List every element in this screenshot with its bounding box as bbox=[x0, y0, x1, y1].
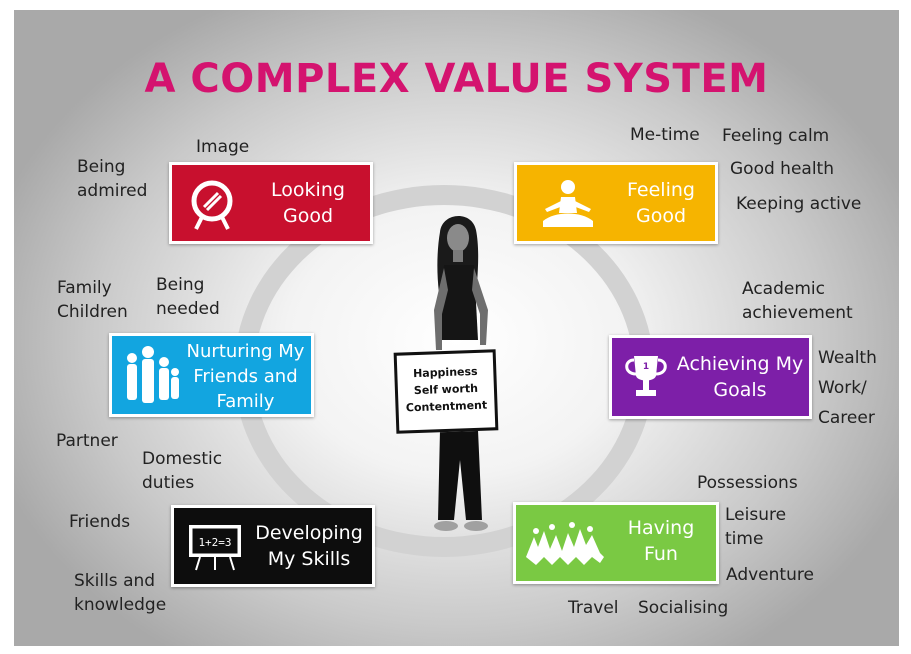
annotation-image: Image bbox=[196, 137, 250, 157]
annotation-work-career: Work/ Career bbox=[818, 378, 875, 428]
annotation-adventure: Adventure bbox=[726, 565, 814, 585]
annotation-family-children: Family Children bbox=[57, 278, 128, 322]
meditation-icon bbox=[543, 180, 593, 227]
slide-title: A COMPLEX VALUE SYSTEM bbox=[144, 56, 769, 102]
annotation-possessions: Possessions bbox=[697, 473, 798, 493]
annotation-being-admired: Being admired bbox=[77, 157, 148, 201]
mirror-icon bbox=[191, 180, 233, 230]
annotation-academic: Academic achievement bbox=[742, 279, 853, 323]
nurturing-label-3: Family bbox=[216, 391, 275, 412]
annotation-feeling-calm: Feeling calm bbox=[722, 126, 830, 146]
annotation-skills: Skills and knowledge bbox=[74, 571, 167, 615]
annotation-keeping-active: Keeping active bbox=[736, 194, 862, 214]
value-box-looking-good: Looking Good bbox=[169, 162, 373, 244]
sign-line-contentment: Contentment bbox=[405, 398, 488, 415]
woman-figure bbox=[434, 215, 488, 531]
value-box-achieving: 1 Achieving My Goals bbox=[609, 335, 812, 419]
trophy-icon: 1 bbox=[625, 356, 667, 396]
looking-good-label-2: Good bbox=[282, 205, 334, 227]
value-box-feeling-good: Feeling Good bbox=[514, 162, 718, 244]
feeling-good-label-1: Feeling bbox=[627, 179, 695, 201]
chalkboard-icon: 1+2=3 bbox=[189, 525, 241, 571]
annotation-domestic: Domestic duties bbox=[142, 449, 223, 493]
feeling-good-label-2: Good bbox=[635, 205, 687, 227]
annotation-good-health: Good health bbox=[730, 159, 834, 179]
annotation-leisure: Leisure time bbox=[725, 505, 787, 549]
annotation-friends: Friends bbox=[69, 512, 131, 532]
jumping-people-icon bbox=[526, 522, 604, 565]
chalkboard-text: 1+2=3 bbox=[198, 536, 231, 549]
nurturing-label-2: Friends and bbox=[193, 366, 298, 387]
value-box-developing: 1+2=3 Developing My Skills bbox=[171, 505, 375, 587]
achieving-label-1: Achieving My bbox=[676, 353, 804, 375]
having-fun-label-2: Fun bbox=[644, 543, 678, 565]
developing-label-1: Developing bbox=[255, 522, 363, 544]
looking-good-label-1: Looking bbox=[271, 179, 345, 201]
annotation-being-needed: Being needed bbox=[156, 275, 220, 319]
having-fun-label-1: Having bbox=[627, 517, 695, 539]
achieving-label-2: Goals bbox=[713, 379, 767, 401]
annotation-me-time: Me-time bbox=[630, 125, 700, 145]
value-box-having-fun: Having Fun bbox=[513, 502, 719, 584]
value-box-nurturing: Nurturing My Friends and Family bbox=[109, 333, 314, 417]
nurturing-label-1: Nurturing My bbox=[186, 341, 305, 362]
svg-text:1: 1 bbox=[643, 362, 649, 372]
slide: A COMPLEX VALUE SYSTEM Happiness Self wo… bbox=[14, 10, 899, 646]
center-sign: Happiness Self worth Contentment bbox=[393, 349, 499, 434]
family-icon bbox=[127, 346, 179, 403]
annotation-socialising: Socialising bbox=[638, 598, 729, 618]
annotation-partner: Partner bbox=[56, 431, 118, 451]
annotation-wealth: Wealth bbox=[818, 348, 877, 368]
annotation-travel: Travel bbox=[568, 598, 619, 618]
developing-label-2: My Skills bbox=[267, 548, 351, 570]
